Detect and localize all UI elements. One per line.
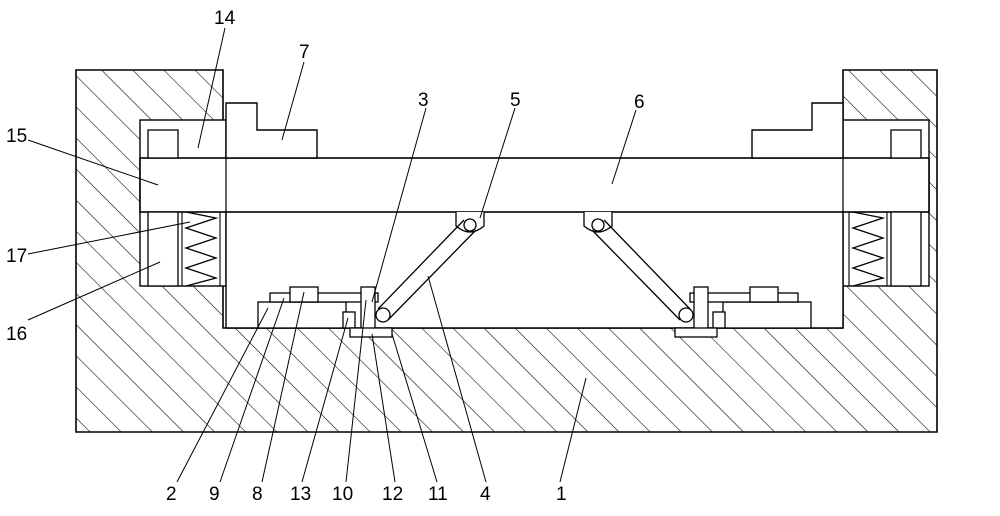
right-spring [850, 211, 886, 287]
left-spring [183, 211, 219, 287]
right-linkage-arm [591, 219, 691, 321]
right-slide-assembly [674, 286, 812, 338]
label-7: 7 [299, 42, 310, 63]
left-linkage-arm [377, 219, 477, 321]
label-13: 13 [290, 484, 311, 505]
label-6: 6 [634, 92, 645, 113]
label-15: 15 [6, 126, 27, 147]
label-10: 10 [332, 484, 353, 505]
right-guide-block [890, 129, 922, 159]
right-guide-post [890, 211, 922, 287]
label-16: 16 [6, 324, 27, 345]
crossbar-beam [139, 157, 930, 213]
label-12: 12 [382, 484, 403, 505]
label-8: 8 [252, 484, 263, 505]
label-2: 2 [166, 484, 177, 505]
right-stepped-block [751, 102, 844, 159]
left-slider-pivot [375, 307, 391, 323]
right-slider-pivot [678, 307, 694, 323]
label-9: 9 [209, 484, 220, 505]
label-5: 5 [510, 90, 521, 111]
label-1: 1 [556, 484, 567, 505]
left-guide-post [147, 211, 179, 287]
label-3: 3 [418, 90, 429, 111]
left-stepped-block [225, 102, 318, 159]
label-17: 17 [6, 246, 27, 267]
label-14: 14 [214, 8, 236, 29]
leader-lines [27, 27, 637, 483]
left-guide-block [147, 129, 179, 159]
label-4: 4 [480, 484, 491, 505]
part-labels: 1 2 3 4 5 6 7 8 9 10 11 12 13 14 15 16 1… [6, 8, 645, 505]
label-11: 11 [428, 484, 448, 505]
